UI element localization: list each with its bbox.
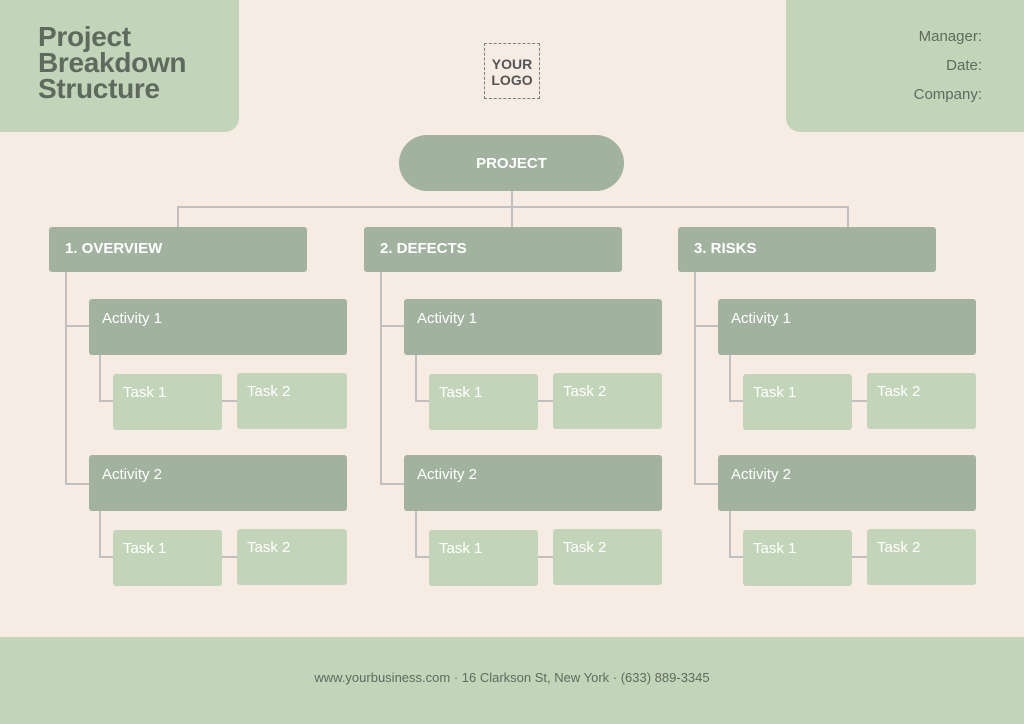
connector-s2-a2 xyxy=(380,483,404,485)
footer-band xyxy=(0,637,1024,724)
connector-s3-a1 xyxy=(694,325,718,327)
connector-horizontal xyxy=(177,206,849,208)
connector-s2-a1-t1 xyxy=(415,400,429,402)
connector-s2-trunk xyxy=(380,272,382,485)
task-1: Task 1 xyxy=(113,374,222,430)
connector-s3-a1-tasks xyxy=(729,355,731,402)
connector-s1-a1-t2 xyxy=(222,400,237,402)
task-2: Task 2 xyxy=(867,373,976,429)
project-node: PROJECT xyxy=(399,135,624,191)
connector-s3-a2-t2 xyxy=(852,556,867,558)
connector-section-3 xyxy=(847,206,849,227)
section-defects: 2. DEFECTS xyxy=(364,227,622,272)
connector-s3-a2-tasks xyxy=(729,511,731,558)
connector-s3-trunk xyxy=(694,272,696,485)
connector-s2-a2-t1 xyxy=(415,556,429,558)
task-2: Task 2 xyxy=(553,373,662,429)
task-1: Task 1 xyxy=(429,530,538,586)
title-card xyxy=(0,0,239,132)
info-card xyxy=(786,0,1024,132)
footer-contact-text: www.yourbusiness.com · 16 Clarkson St, N… xyxy=(314,670,710,685)
connector-s3-a2-t1 xyxy=(729,556,743,558)
task-1: Task 1 xyxy=(743,530,852,586)
connector-section-2 xyxy=(511,206,513,227)
connector-s3-a1-t1 xyxy=(729,400,743,402)
connector-s2-a1-t2 xyxy=(538,400,553,402)
connector-s2-a1 xyxy=(380,325,404,327)
task-1: Task 1 xyxy=(113,530,222,586)
manager-label: Manager: xyxy=(918,28,982,45)
section-risks: 3. RISKS xyxy=(678,227,936,272)
connector-section-1 xyxy=(177,206,179,227)
connector-root-down xyxy=(511,191,513,208)
task-2: Task 2 xyxy=(237,529,347,585)
activity-2: Activity 2 xyxy=(89,455,347,511)
connector-s2-a1-tasks xyxy=(415,355,417,402)
connector-s2-a2-tasks xyxy=(415,511,417,558)
connector-s3-a1-t2 xyxy=(852,400,867,402)
connector-s1-a2-t1 xyxy=(99,556,113,558)
connector-s1-a1 xyxy=(65,325,89,327)
task-1: Task 1 xyxy=(743,374,852,430)
page-title: Project Breakdown Structure xyxy=(38,21,238,104)
activity-2: Activity 2 xyxy=(718,455,976,511)
activity-1: Activity 1 xyxy=(404,299,662,355)
connector-s1-trunk xyxy=(65,272,67,485)
connector-s3-a2 xyxy=(694,483,718,485)
title-line-2: Breakdown xyxy=(38,47,187,78)
connector-s1-a2-tasks xyxy=(99,511,101,558)
title-line-3: Structure xyxy=(38,73,160,104)
title-line-1: Project xyxy=(38,21,131,52)
connector-s1-a1-t1 xyxy=(99,400,113,402)
logo-placeholder: YOUR LOGO xyxy=(484,43,540,99)
activity-1: Activity 1 xyxy=(718,299,976,355)
company-label: Company: xyxy=(913,86,982,103)
task-2: Task 2 xyxy=(237,373,347,429)
connector-s1-a2-t2 xyxy=(222,556,237,558)
connector-s2-a2-t2 xyxy=(538,556,553,558)
section-overview: 1. OVERVIEW xyxy=(49,227,307,272)
task-1: Task 1 xyxy=(429,374,538,430)
activity-2: Activity 2 xyxy=(404,455,662,511)
date-label: Date: xyxy=(946,57,982,74)
connector-s1-a2 xyxy=(65,483,89,485)
activity-1: Activity 1 xyxy=(89,299,347,355)
task-2: Task 2 xyxy=(867,529,976,585)
connector-s1-a1-tasks xyxy=(99,355,101,402)
task-2: Task 2 xyxy=(553,529,662,585)
